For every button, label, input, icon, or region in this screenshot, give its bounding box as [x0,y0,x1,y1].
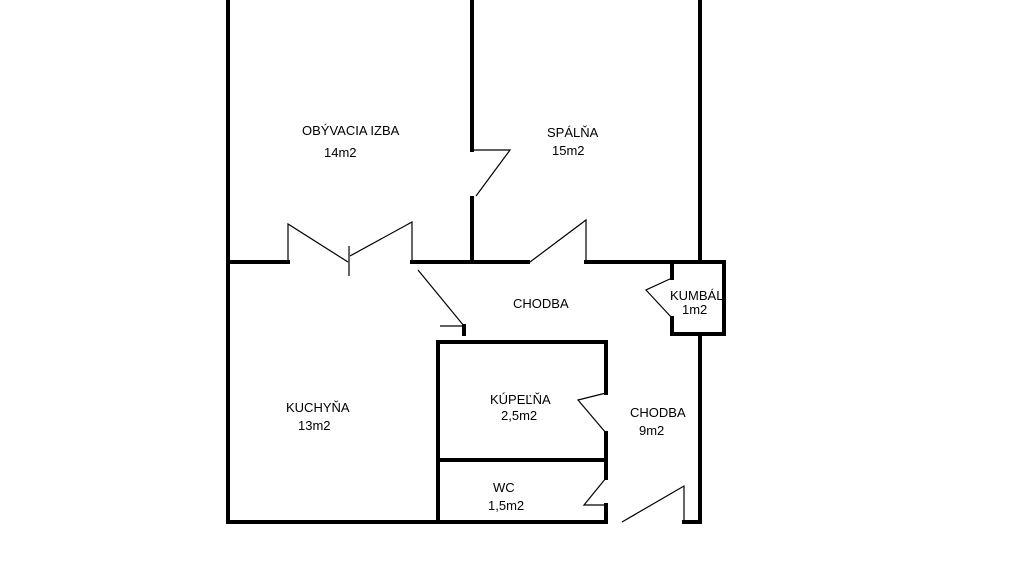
door-living-right [349,220,413,262]
door-kitchen [417,269,466,327]
door-bathroom [576,392,607,434]
bathroom-name: KÚPEĽŇA [490,392,551,407]
closet-area: 1m2 [682,302,707,317]
door-closet [644,277,673,319]
bedroom-name: SPÁLŇA [547,125,599,140]
wc-area: 1,5m2 [488,498,524,513]
wc-name: WC [493,480,515,495]
hallway2-area: 9m2 [639,423,664,438]
door-bedroom [529,218,587,263]
door-living-left [287,222,349,263]
door-entrance [621,484,685,523]
bedroom-area: 15m2 [552,143,585,158]
door-living-bedroom [472,149,512,197]
bathroom-area: 2,5m2 [501,408,537,423]
kitchen-name: KUCHYŇA [286,400,350,415]
living-room-name: OBÝVACIA IZBA [302,123,400,138]
hallway-name: CHODBA [513,296,569,311]
living-room-area: 14m2 [324,145,357,160]
walls [226,0,726,524]
kitchen-area: 13m2 [298,418,331,433]
closet-name: KUMBÁL [670,288,723,303]
doors [287,149,685,523]
room-labels: OBÝVACIA IZBA 14m2 SPÁLŇA 15m2 CHODBA KU… [286,123,723,513]
hallway2-name: CHODBA [630,405,686,420]
door-wc [582,477,607,506]
